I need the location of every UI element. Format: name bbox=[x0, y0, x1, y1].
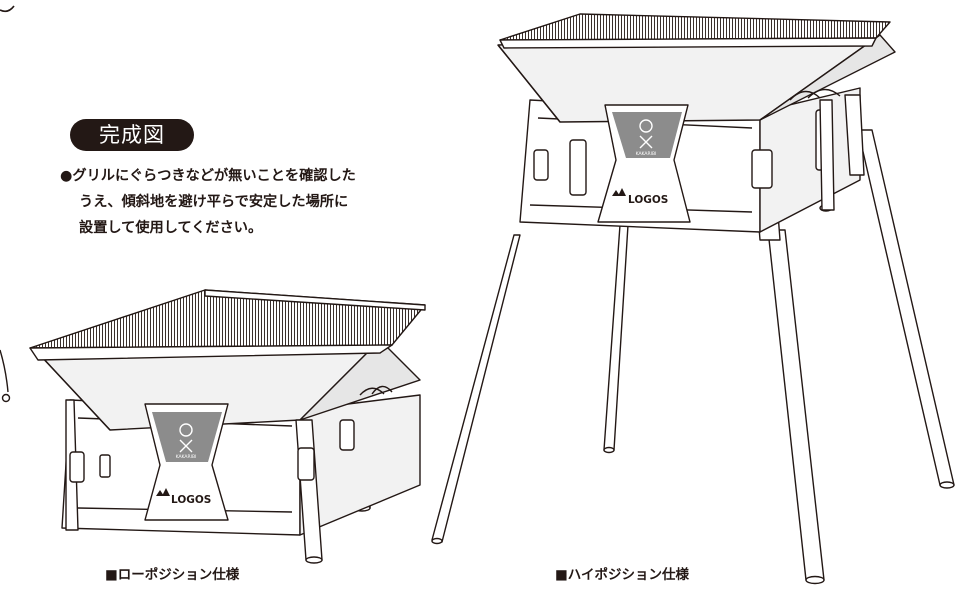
low-position-caption: ■ローポジション仕様 bbox=[105, 567, 240, 583]
setup-note-line-3: 設置して使用してください。 bbox=[79, 220, 263, 236]
low-seal-text: KAKARIBI bbox=[176, 454, 197, 460]
setup-note-line-2: うえ、傾斜地を避け平らで安定した場所に bbox=[79, 194, 349, 210]
low-logo-text: LOGOS bbox=[171, 494, 211, 506]
left-edge-fragment bbox=[0, 349, 11, 403]
low-position-grill: KAKARIBI LOGOS bbox=[29, 289, 426, 564]
high-position-grill: KAKARIBI LOGOS bbox=[431, 13, 955, 585]
high-seal-text: KAKARIBI bbox=[636, 151, 657, 157]
setup-note-line-1: ●グリルにぐらつきなどが無いことを確認した bbox=[60, 168, 356, 184]
setup-note: ●グリルにぐらつきなどが無いことを確認した うえ、傾斜地を避け平らで安定した場所… bbox=[60, 163, 420, 241]
completion-diagram-badge: 完成図 bbox=[70, 119, 194, 151]
high-logo-text: LOGOS bbox=[628, 194, 668, 206]
high-position-caption: ■ハイポジション仕様 bbox=[555, 567, 689, 583]
